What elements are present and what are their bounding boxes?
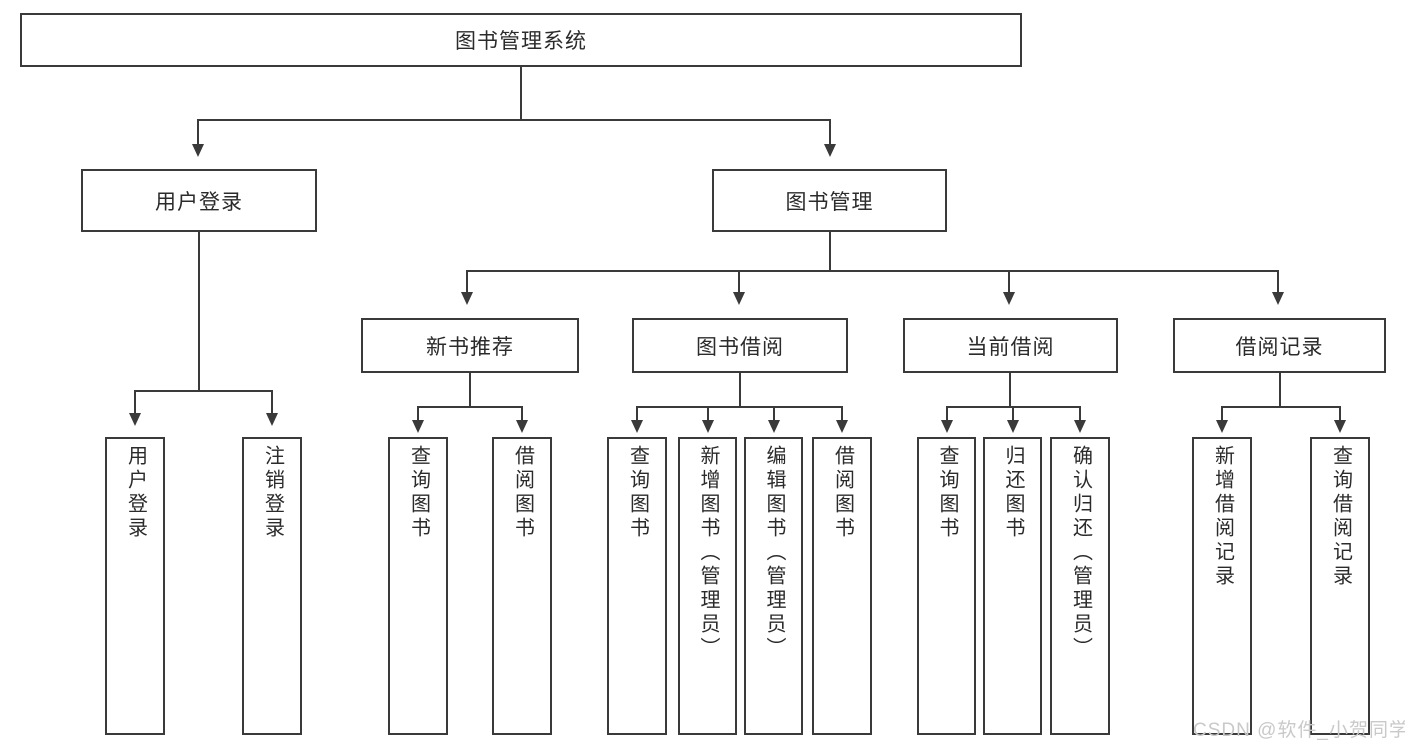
arrow-root-to-book-management: [824, 144, 836, 157]
leaf-label: 用户登录: [124, 445, 147, 541]
leaf-borrow-record-query-record[interactable]: 查询借阅记录: [1310, 437, 1370, 735]
arrow-book-borrow-to-query-book: [631, 420, 643, 433]
leaf-label: 借阅图书: [511, 445, 534, 541]
arrow-user-login-to-logout: [266, 413, 278, 426]
leaf-book-borrow-add-book-admin[interactable]: 新增图书（管理员）: [678, 437, 737, 735]
node-current-borrow[interactable]: 当前借阅: [903, 318, 1118, 373]
arrow-current-borrow-to-return-book: [1007, 420, 1019, 433]
connector-user-login-bar: [134, 390, 272, 392]
connector-book-borrow-stem: [739, 373, 741, 408]
arrow-borrow-record-to-query-record: [1334, 420, 1346, 433]
arrow-bm-to-new-book-recommend: [461, 292, 473, 305]
connector-bm-to-borrow-record: [1277, 270, 1279, 294]
node-label: 用户登录: [155, 190, 243, 214]
node-label: 图书管理系统: [455, 30, 587, 53]
connector-book-management-stem: [829, 232, 831, 272]
connector-bm-to-book-borrow: [738, 270, 740, 294]
leaf-new-book-query-book[interactable]: 查询图书: [388, 437, 448, 735]
leaf-label: 查询借阅记录: [1329, 445, 1352, 589]
leaf-current-borrow-query-book[interactable]: 查询图书: [917, 437, 976, 735]
leaf-label: 借阅图书: [831, 445, 854, 541]
leaf-label: 新增图书（管理员）: [697, 445, 719, 661]
arrow-borrow-record-to-add-record: [1216, 420, 1228, 433]
connector-root-to-user-login: [197, 119, 199, 146]
connector-user-login-stem: [198, 232, 200, 392]
leaf-book-borrow-borrow-book[interactable]: 借阅图书: [812, 437, 872, 735]
connector-new-book-stem: [469, 373, 471, 408]
arrow-book-borrow-to-borrow-book: [836, 420, 848, 433]
arrow-root-to-user-login: [192, 144, 204, 157]
arrow-bm-to-book-borrow: [733, 292, 745, 305]
leaf-label: 查询图书: [936, 445, 958, 541]
arrow-bm-to-borrow-record: [1272, 292, 1284, 305]
arrow-book-borrow-to-edit-book: [768, 420, 780, 433]
connector-current-borrow-c2: [1012, 406, 1014, 422]
arrow-book-borrow-to-add-book: [702, 420, 714, 433]
connector-current-borrow-c1: [946, 406, 948, 422]
connector-borrow-record-right: [1339, 406, 1341, 422]
connector-user-login-left: [134, 390, 136, 415]
connector-book-borrow-c1: [636, 406, 638, 422]
arrow-user-login-to-login: [129, 413, 141, 426]
node-book-borrow[interactable]: 图书借阅: [632, 318, 848, 373]
leaf-label: 注销登录: [261, 445, 284, 541]
connector-new-book-right: [521, 406, 523, 422]
leaf-label: 归还图书: [1002, 445, 1024, 541]
leaf-label: 确认归还（管理员）: [1069, 445, 1092, 661]
node-label: 图书借阅: [696, 335, 784, 359]
leaf-new-book-borrow-book[interactable]: 借阅图书: [492, 437, 552, 735]
connector-new-book-bar: [417, 406, 522, 408]
leaf-label: 编辑图书（管理员）: [763, 445, 785, 661]
leaf-current-borrow-return-book[interactable]: 归还图书: [983, 437, 1042, 735]
connector-book-borrow-c3: [773, 406, 775, 422]
leaf-current-borrow-confirm-return-admin[interactable]: 确认归还（管理员）: [1050, 437, 1110, 735]
leaf-user-logout[interactable]: 注销登录: [242, 437, 302, 735]
node-label: 借阅记录: [1235, 335, 1324, 359]
arrow-new-book-to-query-book: [412, 420, 424, 433]
watermark-text: CSDN @软件_小贺同学: [1193, 720, 1405, 741]
connector-root-to-book-management: [829, 119, 831, 146]
leaf-borrow-record-add-record[interactable]: 新增借阅记录: [1192, 437, 1252, 735]
node-borrow-record[interactable]: 借阅记录: [1173, 318, 1386, 373]
arrow-current-borrow-to-confirm-return: [1074, 420, 1086, 433]
connector-root-stem: [520, 67, 522, 119]
leaf-label: 查询图书: [626, 445, 649, 541]
connector-root-bar: [197, 119, 831, 121]
leaf-label: 新增借阅记录: [1211, 445, 1234, 589]
connector-bm-to-new-book: [466, 270, 468, 294]
arrow-current-borrow-to-query-book: [941, 420, 953, 433]
node-label: 当前借阅: [966, 335, 1055, 359]
node-root-book-management-system[interactable]: 图书管理系统: [20, 13, 1022, 67]
csdn-watermark: CSDN @软件_小贺同学: [1193, 715, 1405, 742]
arrow-new-book-to-borrow-book: [516, 420, 528, 433]
leaf-label: 查询图书: [407, 445, 430, 541]
node-book-management[interactable]: 图书管理: [712, 169, 947, 232]
node-user-login[interactable]: 用户登录: [81, 169, 317, 232]
leaf-book-borrow-query-book[interactable]: 查询图书: [607, 437, 667, 735]
node-new-book-recommend[interactable]: 新书推荐: [361, 318, 579, 373]
connector-borrow-record-bar: [1221, 406, 1340, 408]
node-label: 新书推荐: [426, 335, 514, 359]
connector-book-management-bar: [466, 270, 1279, 272]
connector-book-borrow-c2: [707, 406, 709, 422]
connector-book-borrow-c4: [841, 406, 843, 422]
connector-user-login-right: [271, 390, 273, 415]
leaf-user-login[interactable]: 用户登录: [105, 437, 165, 735]
connector-borrow-record-stem: [1279, 373, 1281, 408]
connector-new-book-left: [417, 406, 419, 422]
node-label: 图书管理: [785, 190, 874, 214]
connector-borrow-record-left: [1221, 406, 1223, 422]
connector-book-borrow-bar: [636, 406, 842, 408]
connector-bm-to-current-borrow: [1008, 270, 1010, 294]
leaf-book-borrow-edit-book-admin[interactable]: 编辑图书（管理员）: [744, 437, 803, 735]
arrow-bm-to-current-borrow: [1003, 292, 1015, 305]
connector-current-borrow-c3: [1079, 406, 1081, 422]
connector-current-borrow-stem: [1009, 373, 1011, 408]
